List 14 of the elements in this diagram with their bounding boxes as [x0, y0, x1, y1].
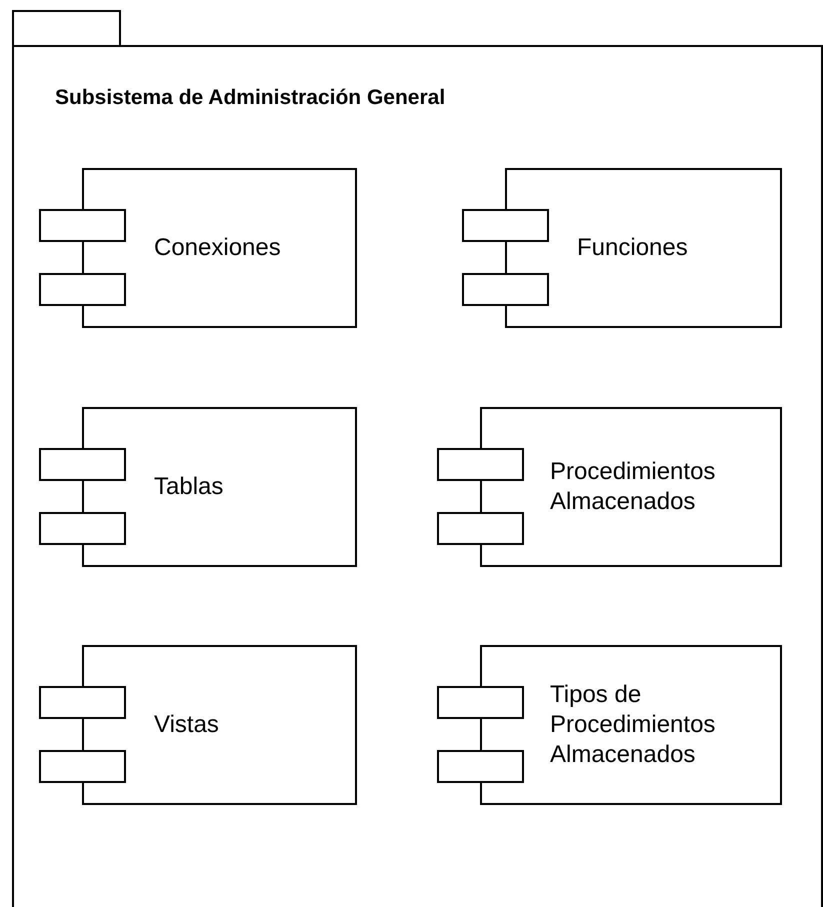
package-title: Subsistema de Administración General [55, 86, 446, 110]
component-label: Procedimientos Almacenados [550, 457, 716, 517]
component-label: Vistas [154, 710, 220, 740]
component-box [39, 168, 357, 328]
package-frame [12, 10, 823, 907]
component-label: Funciones [577, 233, 689, 263]
component-label: Tablas [154, 472, 224, 502]
component-box [39, 645, 357, 805]
component-box [437, 645, 782, 805]
component-label: Tipos de Procedimientos Almacenados [550, 680, 716, 770]
component-box [462, 168, 782, 328]
component-label: Conexiones [154, 233, 282, 263]
component-box [39, 407, 357, 567]
component-box [437, 407, 782, 567]
